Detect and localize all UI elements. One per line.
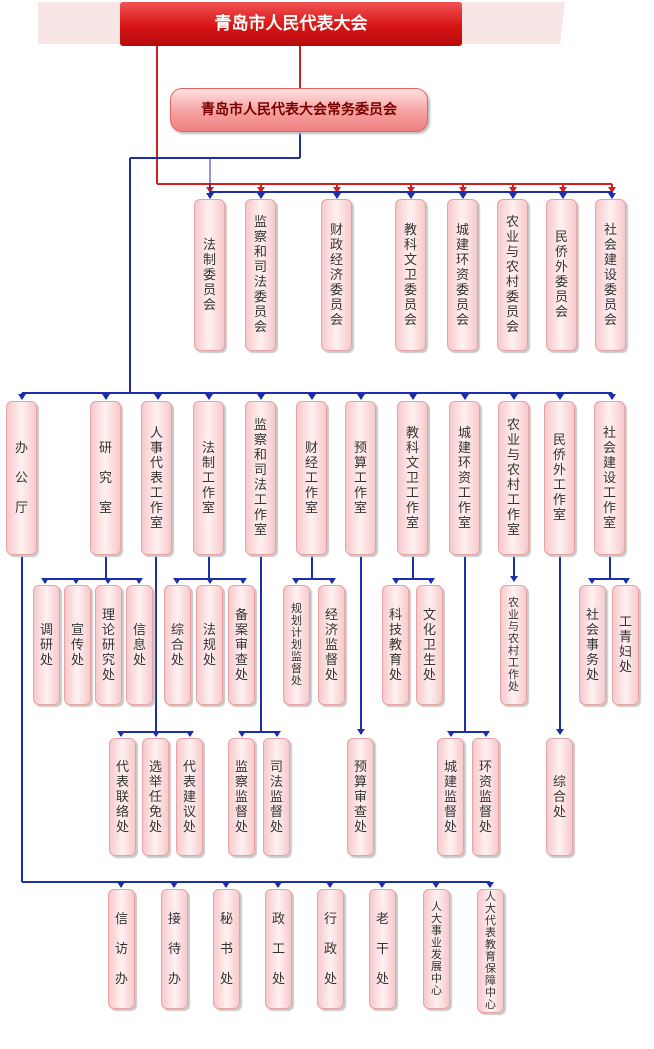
- office-box: 城 建 环 资 工 作 室: [449, 401, 480, 555]
- standing-committee-box: 青岛市人民代表大会常务委员会: [170, 88, 428, 132]
- committee-box: 城 建 环 资 委 员 会: [447, 199, 478, 351]
- committee-box: 财 政 经 济 委 员 会: [321, 199, 352, 351]
- division-box: 人 大 代 表 教 育 保 障 中 心: [477, 889, 504, 1013]
- division-box: 工 青 妇 处: [612, 585, 639, 705]
- office-box: 预 算 工 作 室: [345, 401, 376, 555]
- office-box: 办 公 厅: [6, 401, 37, 555]
- committee-box: 监 察 和 司 法 委 员 会: [245, 199, 276, 351]
- office-box: 法 制 工 作 室: [193, 401, 224, 555]
- office-box: 研 究 室: [90, 401, 121, 555]
- division-box: 代 表 建 议 处: [176, 738, 203, 856]
- division-box: 接 待 办: [161, 889, 188, 1009]
- division-box: 宣 传 处: [64, 585, 91, 705]
- division-box: 监 察 监 督 处: [228, 738, 255, 856]
- committee-box: 法 制 委 员 会: [194, 199, 225, 351]
- division-box: 科 技 教 育 处: [382, 585, 409, 705]
- division-box: 经 济 监 督 处: [318, 585, 345, 705]
- committee-box: 农 业 与 农 村 委 员 会: [497, 199, 528, 351]
- division-box: 政 工 处: [265, 889, 292, 1009]
- division-box: 调 研 处: [33, 585, 60, 705]
- division-box: 信 息 处: [126, 585, 153, 705]
- division-box: 选 举 任 免 处: [142, 738, 169, 856]
- division-box: 环 资 监 督 处: [472, 738, 499, 856]
- committee-box: 社 会 建 设 委 员 会: [595, 199, 626, 351]
- division-box: 预 算 审 查 处: [347, 738, 374, 856]
- committee-box: 民 侨 外 委 员 会: [546, 199, 577, 351]
- standing-committee-title: 青岛市人民代表大会常务委员会: [201, 102, 397, 118]
- committee-box: 教 科 文 卫 委 员 会: [395, 199, 426, 351]
- division-box: 备 案 审 查 处: [228, 585, 255, 705]
- office-box: 财 经 工 作 室: [296, 401, 327, 555]
- division-box: 法 规 处: [196, 585, 223, 705]
- office-box: 民 侨 外 工 作 室: [544, 401, 575, 555]
- division-box: 综 合 处: [164, 585, 191, 705]
- division-box: 代 表 联 络 处: [109, 738, 136, 856]
- office-box: 监 察 和 司 法 工 作 室: [245, 401, 276, 555]
- division-box: 人 大 事 业 发 展 中 心: [423, 889, 450, 1009]
- congress-title: 青岛市人民代表大会: [214, 14, 368, 34]
- division-box: 综 合 处: [546, 738, 573, 856]
- division-box: 秘 书 处: [213, 889, 240, 1009]
- division-box: 城 建 监 督 处: [437, 738, 464, 856]
- division-box: 文 化 卫 生 处: [416, 585, 443, 705]
- office-box: 人 事 代 表 工 作 室: [141, 401, 172, 555]
- division-box: 规 划 计 划 监 督 处: [283, 585, 310, 705]
- congress-banner: 青岛市人民代表大会: [120, 2, 462, 46]
- division-box: 社 会 事 务 处: [579, 585, 606, 705]
- division-box: 理 论 研 究 处: [95, 585, 122, 705]
- office-box: 社 会 建 设 工 作 室: [594, 401, 625, 555]
- division-box: 司 法 监 督 处: [263, 738, 290, 856]
- division-box: 行 政 处: [317, 889, 344, 1009]
- division-box: 老 干 处: [369, 889, 396, 1009]
- division-box: 信 访 办: [108, 889, 135, 1009]
- division-box: 农 业 与 农 村 工 作 处: [500, 585, 527, 705]
- office-box: 农 业 与 农 村 工 作 室: [498, 401, 529, 555]
- office-box: 教 科 文 卫 工 作 室: [397, 401, 428, 555]
